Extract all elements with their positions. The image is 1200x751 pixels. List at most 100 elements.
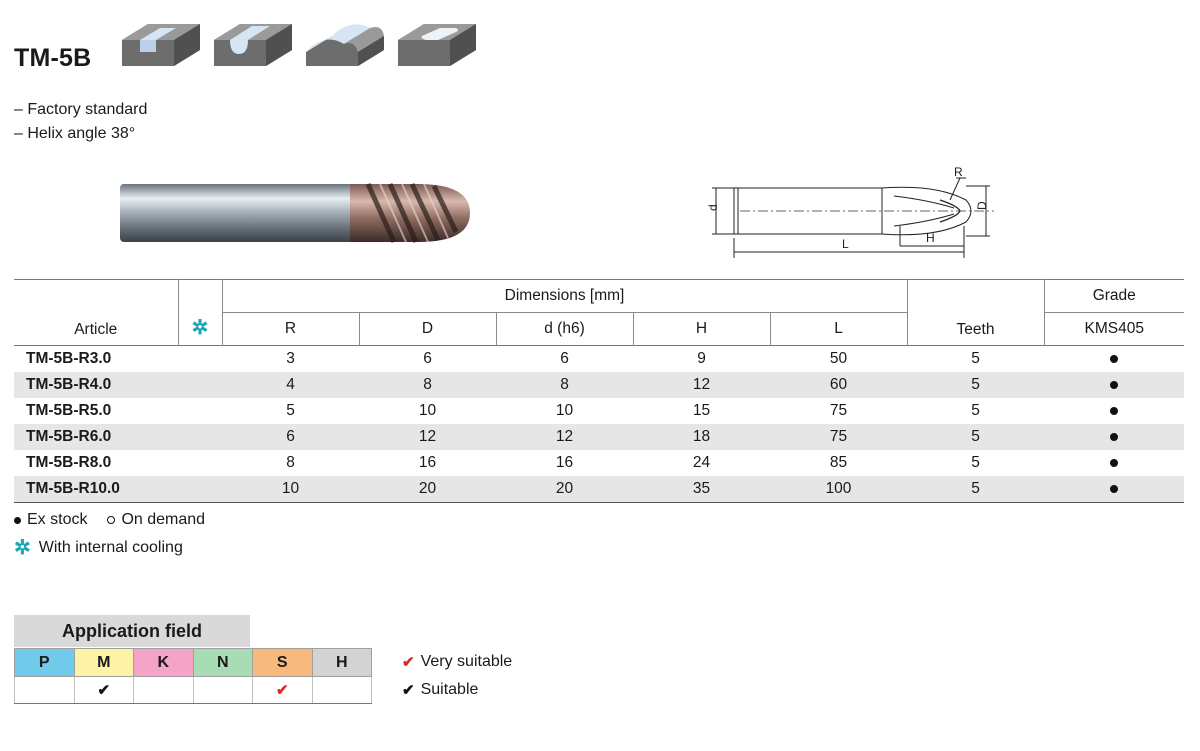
teeth-cell: 5 xyxy=(971,376,980,393)
article-cell: TM-5B-R5.0 xyxy=(26,402,112,419)
article-cell: TM-5B-R8.0 xyxy=(26,454,112,471)
suitability-legend: ✔ Very suitable ✔ Suitable xyxy=(402,648,512,704)
material-H: H xyxy=(311,648,372,677)
d-cell: 6 xyxy=(423,350,432,367)
suitability-P xyxy=(14,676,75,704)
header-H: H xyxy=(632,312,770,346)
stock-legend: Ex stock On demand ✲ With internal cooli… xyxy=(14,506,205,562)
suitability-M: ✔ xyxy=(73,676,134,704)
application-field-title: Application field xyxy=(14,615,250,647)
very-suitable-label: Very suitable xyxy=(420,653,513,670)
shank-d-cell: 12 xyxy=(555,428,574,445)
cooling-icon: ✲ xyxy=(177,279,222,346)
shank-d-cell: 10 xyxy=(555,402,574,419)
suitability-K xyxy=(133,676,194,704)
dimensions-table: Article ✲ Dimensions [mm] Teeth Grade R … xyxy=(14,279,1185,503)
suitability-H xyxy=(311,676,372,704)
header-teeth: Teeth xyxy=(906,279,1045,346)
r-cell: 4 xyxy=(286,376,295,393)
convex-profile-shape-icon xyxy=(306,24,384,66)
very-suitable-check-icon: ✔ xyxy=(275,681,289,699)
r-cell: 8 xyxy=(286,454,295,471)
material-M: M xyxy=(73,648,134,677)
shank-d-cell: 8 xyxy=(560,376,569,393)
table-row: TM-5B-R5.0 5 10 10 15 75 5 xyxy=(14,398,1184,424)
l-cell: 100 xyxy=(825,480,852,497)
application-field-table: P M K N S H ✔ ✔ xyxy=(14,648,372,704)
h-cell: 18 xyxy=(692,428,711,445)
shank-d-cell: 20 xyxy=(555,480,574,497)
article-cell: TM-5B-R6.0 xyxy=(26,428,112,445)
material-P: P xyxy=(14,648,75,677)
material-N: N xyxy=(192,648,253,677)
header-d-h6: d (h6) xyxy=(495,312,633,346)
teeth-cell: 5 xyxy=(971,454,980,471)
teeth-cell: 5 xyxy=(971,402,980,419)
label-d: d xyxy=(706,204,720,211)
table-row: TM-5B-R8.0 8 16 16 24 85 5 xyxy=(14,450,1184,476)
material-S: S xyxy=(252,648,313,677)
suitable-label: Suitable xyxy=(420,681,479,698)
header-L: L xyxy=(769,312,908,346)
r-cell: 3 xyxy=(286,350,295,367)
label-L: L xyxy=(842,237,849,251)
very-suitable-check-icon: ✔ xyxy=(402,654,415,671)
cooling-label: With internal cooling xyxy=(38,539,183,556)
h-cell: 15 xyxy=(692,402,711,419)
feature-item: – Helix angle 38° xyxy=(14,125,136,142)
ex-stock-dot-icon xyxy=(1044,424,1184,450)
r-cell: 5 xyxy=(286,402,295,419)
material-K: K xyxy=(133,648,194,677)
on-demand-label: On demand xyxy=(121,511,206,528)
header-article: Article xyxy=(74,321,118,338)
technical-drawing: R d D L H xyxy=(706,165,994,258)
header-D: D xyxy=(358,312,496,346)
ex-stock-dot-icon xyxy=(1044,476,1184,503)
label-D: D xyxy=(975,201,989,210)
h-cell: 12 xyxy=(692,376,711,393)
on-demand-ring-icon xyxy=(107,516,116,524)
d-cell: 16 xyxy=(418,454,437,471)
slot-shape-icon xyxy=(122,24,200,66)
d-cell: 12 xyxy=(418,428,437,445)
ex-stock-dot-icon xyxy=(1044,346,1184,373)
teeth-cell: 5 xyxy=(971,350,980,367)
suitable-check-icon: ✔ xyxy=(402,682,415,699)
u-groove-shape-icon xyxy=(214,24,292,66)
ex-stock-dot-icon xyxy=(1044,372,1184,398)
ex-stock-dot-icon xyxy=(14,516,21,524)
table-row: TM-5B-R4.0 4 8 8 12 60 5 xyxy=(14,372,1185,398)
page-title: TM-5B xyxy=(14,44,92,72)
r-cell: 10 xyxy=(281,480,300,497)
ex-stock-label: Ex stock xyxy=(27,511,88,528)
l-cell: 60 xyxy=(829,376,848,393)
l-cell: 85 xyxy=(829,454,848,471)
label-R: R xyxy=(954,165,963,179)
l-cell: 75 xyxy=(829,402,848,419)
shank-d-cell: 16 xyxy=(555,454,574,471)
feature-item: – Factory standard xyxy=(14,101,148,118)
h-cell: 9 xyxy=(697,350,706,367)
pocket-shape-icon xyxy=(398,24,476,66)
table-row: TM-5B-R6.0 6 12 12 18 75 5 xyxy=(14,424,1185,450)
cooling-icon: ✲ xyxy=(14,537,31,559)
r-cell: 6 xyxy=(286,428,295,445)
table-row: TM-5B-R10.0 10 20 20 35 100 5 xyxy=(14,476,1185,503)
article-cell: TM-5B-R3.0 xyxy=(26,350,112,367)
article-cell: TM-5B-R4.0 xyxy=(26,376,112,393)
article-cell: TM-5B-R10.0 xyxy=(26,480,120,497)
feature-list: – Factory standard – Helix angle 38° xyxy=(14,98,147,146)
ex-stock-dot-icon xyxy=(1044,398,1184,424)
l-cell: 50 xyxy=(829,350,848,367)
table-row: TM-5B-R3.0 3 6 6 9 50 5 xyxy=(14,346,1184,373)
label-H: H xyxy=(926,231,935,245)
h-cell: 35 xyxy=(692,480,711,497)
l-cell: 75 xyxy=(829,428,848,445)
suitability-N xyxy=(192,676,253,704)
d-cell: 20 xyxy=(418,480,437,497)
header-R: R xyxy=(221,312,359,346)
h-cell: 24 xyxy=(692,454,711,471)
ex-stock-dot-icon xyxy=(1044,450,1184,476)
ball-end-mill-image xyxy=(120,182,470,244)
header-dimensions: Dimensions [mm] xyxy=(221,279,908,313)
